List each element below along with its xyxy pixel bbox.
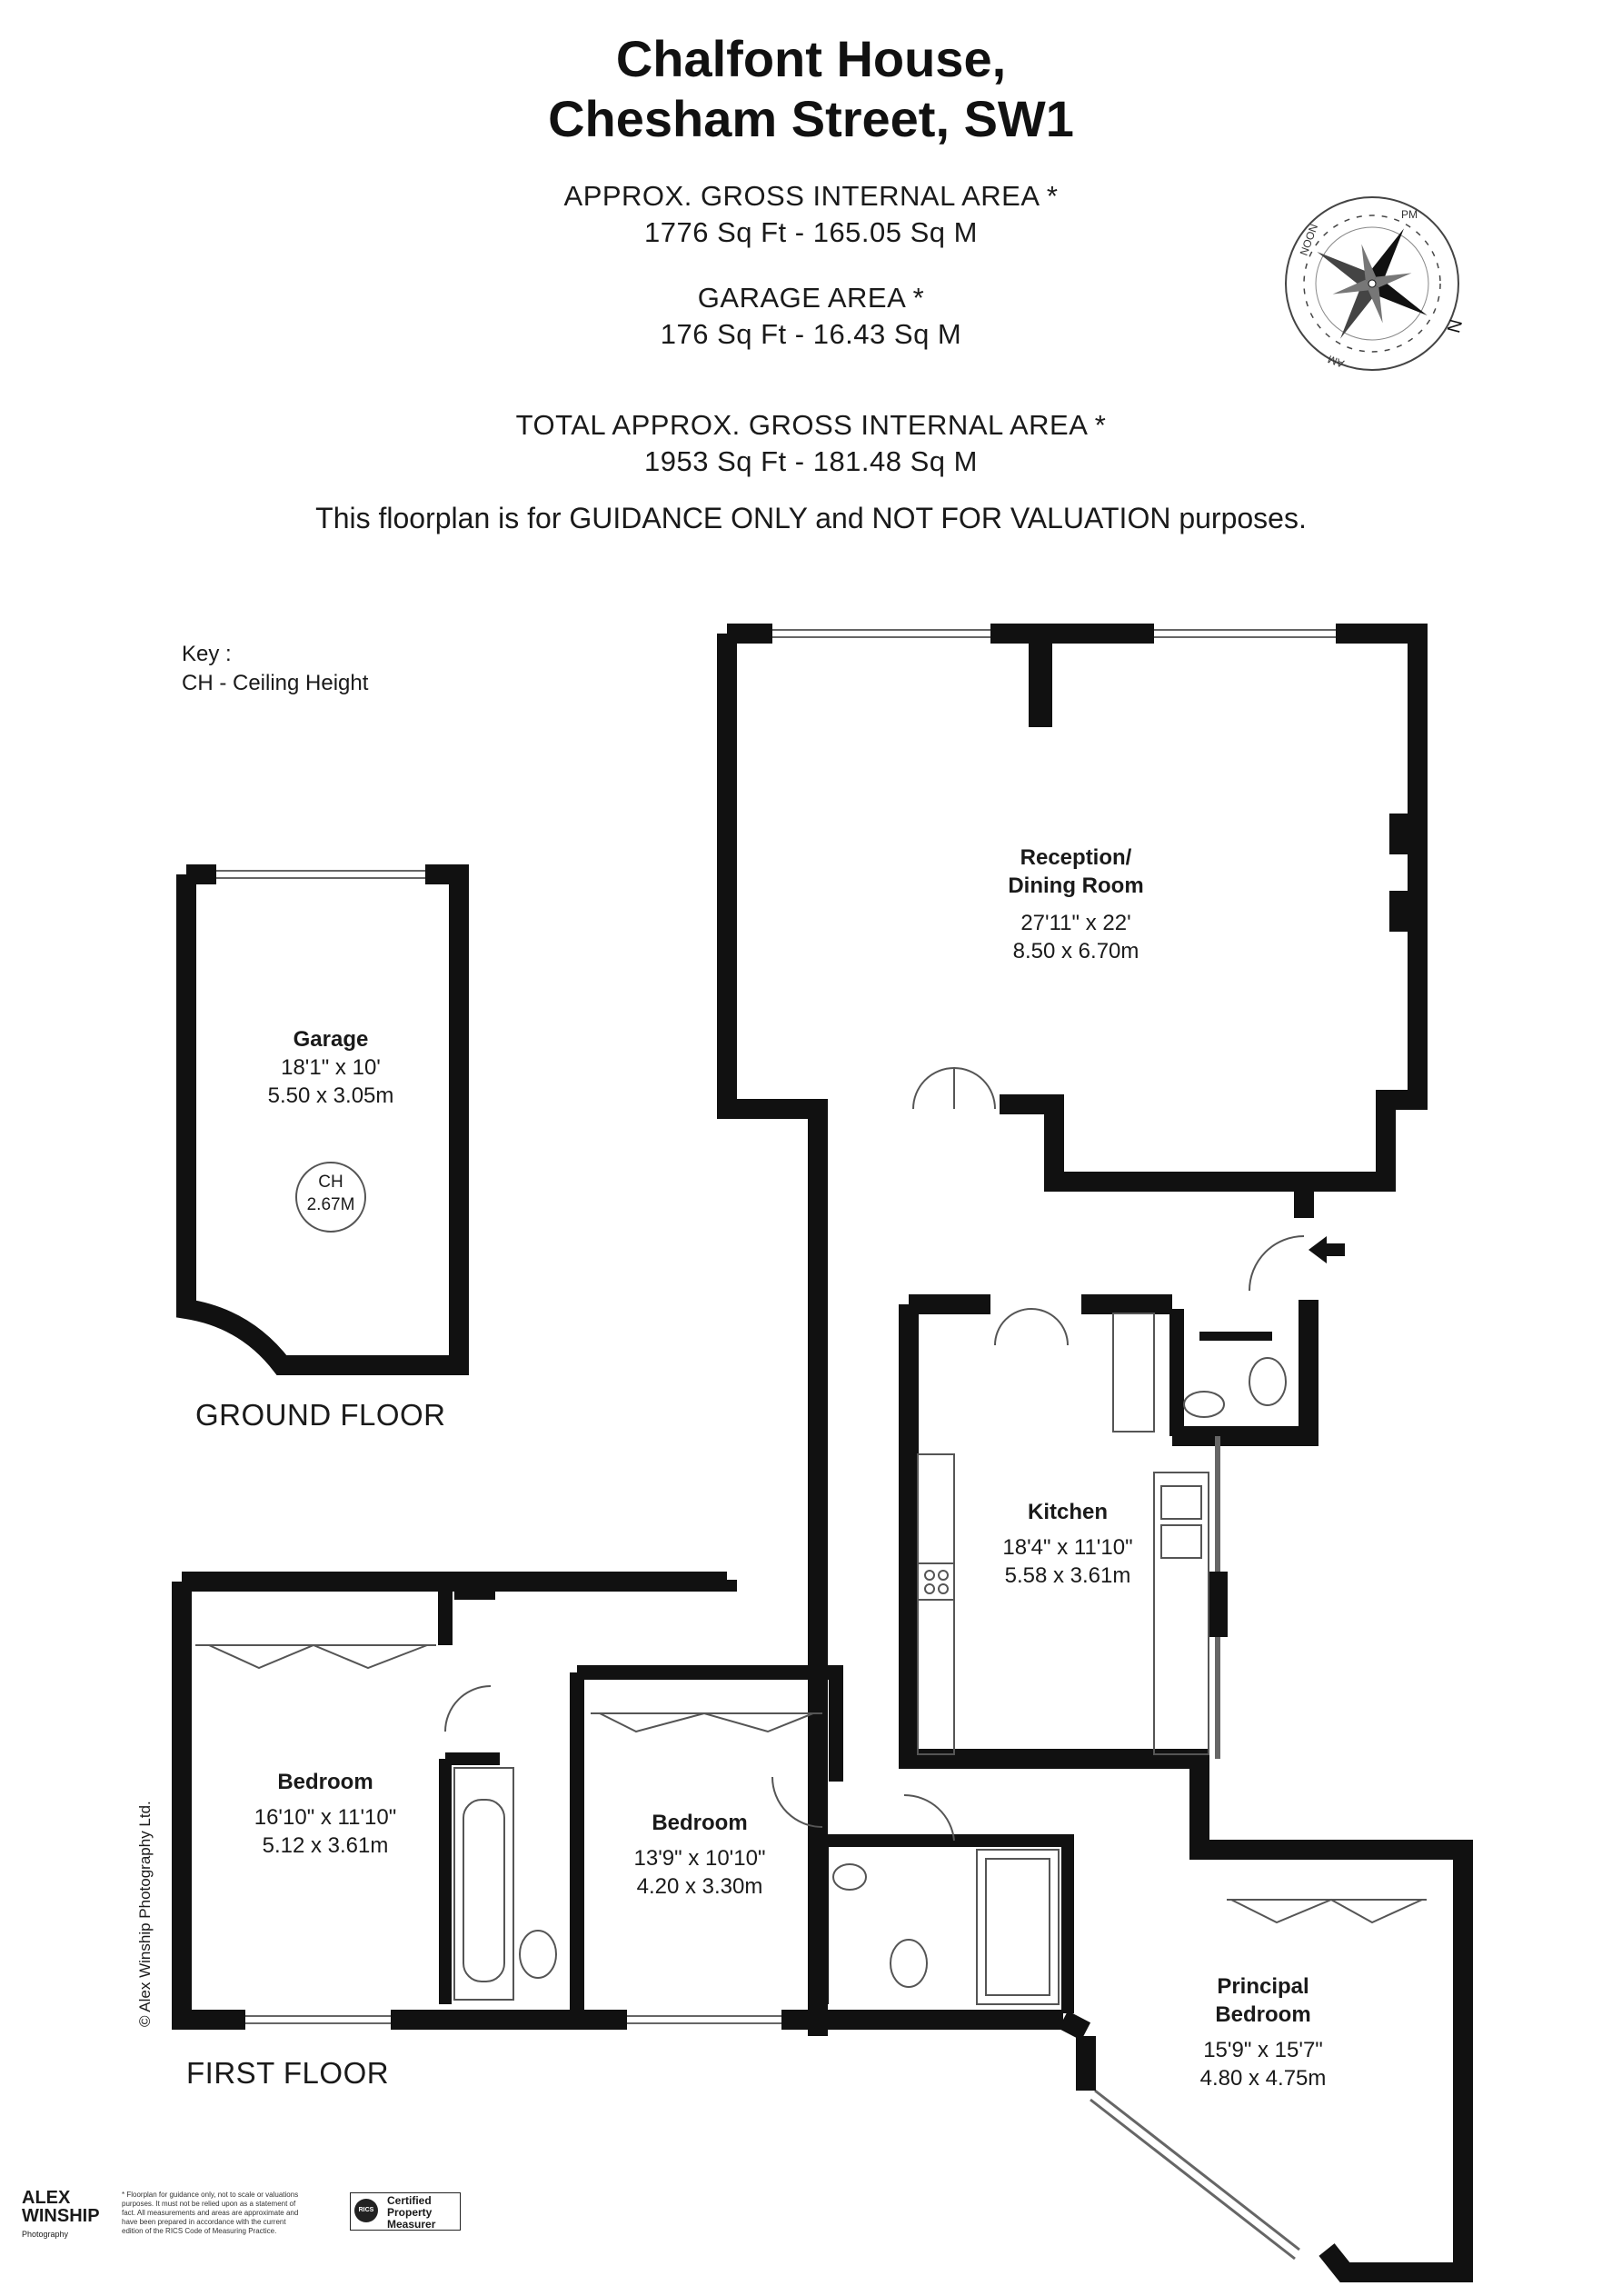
compass-label-pm: PM xyxy=(1401,208,1418,221)
ground-floor-label: GROUND FLOOR xyxy=(195,1398,446,1432)
title-line-1: Chalfont House, xyxy=(615,30,1007,87)
reception-walls xyxy=(717,634,828,2036)
garage-metric: 5.50 x 3.05m xyxy=(267,1083,394,1108)
room-kitchen: Kitchen 18'4" x 11'10" 5.58 x 3.61m xyxy=(1002,1498,1132,1590)
guidance-note: This floorplan is for GUIDANCE ONLY and … xyxy=(315,502,1307,534)
logo-line-1: ALEX xyxy=(22,2188,71,2208)
bedroom-2-metric: 4.20 x 3.30m xyxy=(636,1874,763,1899)
logo-line-2: WINSHIP xyxy=(22,2206,100,2226)
principal-bedroom-walls xyxy=(1209,1840,1473,2282)
compass-label-am: AM xyxy=(1326,353,1346,370)
title-line-2: Chesham Street, SW1 xyxy=(548,90,1074,147)
key-legend: Key : CH - Ceiling Height xyxy=(182,640,368,698)
bedroom-2-imperial: 13'9" x 10'10" xyxy=(633,1846,766,1871)
principal-imperial: 15'9" x 15'7" xyxy=(1203,2038,1323,2062)
reception-metric: 8.50 x 6.70m xyxy=(1012,939,1139,963)
garage-imperial: 18'1" x 10' xyxy=(281,1055,381,1080)
compass-label-noon: NOON xyxy=(1298,222,1320,257)
kitchen-walls xyxy=(899,1304,1222,1860)
rics-text-2: Property xyxy=(387,2206,433,2219)
room-reception: Reception/ Dining Room 27'11" x 22' 8.50… xyxy=(1008,844,1143,965)
garage-name: Garage xyxy=(293,1027,369,1052)
total-area-value: 1953 Sq Ft - 181.48 Sq M xyxy=(644,445,978,477)
garage-area-value: 176 Sq Ft - 16.43 Sq M xyxy=(660,318,962,350)
copyright-text: © Alex Winship Photography Ltd. xyxy=(136,1801,154,2027)
rics-mark: RICS xyxy=(354,2199,378,2222)
key-entry: CH - Ceiling Height xyxy=(182,671,369,695)
logo-sub: Photography xyxy=(22,2230,69,2239)
ceiling-height-circle xyxy=(295,1162,366,1233)
bedroom-1-imperial: 16'10" x 11'10" xyxy=(254,1805,397,1830)
entrance-arrow-icon xyxy=(1309,1236,1345,1263)
bedroom-1-name: Bedroom xyxy=(277,1770,373,1794)
reception-name-1: Reception/ xyxy=(1020,845,1132,870)
rics-badge: RICS Certified Property Measurer xyxy=(350,2192,461,2231)
compass-icon: PM NOON AM N xyxy=(1285,196,1465,371)
key-title: Key : xyxy=(182,642,232,666)
reception-name-2: Dining Room xyxy=(1008,873,1144,898)
rics-text-3: Measurer xyxy=(387,2218,436,2231)
gia-label: APPROX. GROSS INTERNAL AREA * xyxy=(563,180,1059,212)
property-title: Chalfont House, Chesham Street, SW1 xyxy=(0,29,1622,149)
first-floor-label: FIRST FLOOR xyxy=(186,2056,390,2090)
gia-value: 1776 Sq Ft - 165.05 Sq M xyxy=(644,216,978,248)
garage-walls xyxy=(176,864,469,1375)
ceiling-height-value: 2.67M xyxy=(306,1195,355,1214)
principal-name-1: Principal xyxy=(1217,1974,1309,1999)
garage-area: GARAGE AREA * 176 Sq Ft - 16.43 Sq M xyxy=(0,280,1622,353)
room-garage: Garage 18'1" x 10' 5.50 x 3.05m xyxy=(268,1025,394,1110)
bedroom-1-metric: 5.12 x 3.61m xyxy=(262,1833,389,1858)
kitchen-name: Kitchen xyxy=(1027,1500,1109,1524)
alex-winship-logo: ALEX WINSHIP Photography xyxy=(22,2189,100,2243)
room-bedroom-2: Bedroom 13'9" x 10'10" 4.20 x 3.30m xyxy=(634,1809,766,1901)
first-floor-walls xyxy=(172,1582,1063,2030)
ceiling-height-label: CH 2.67M xyxy=(307,1171,355,1216)
compass-label-n: N xyxy=(1442,317,1465,335)
room-bedroom-1: Bedroom 16'10" x 11'10" 5.12 x 3.61m xyxy=(254,1768,397,1860)
garage-area-label: GARAGE AREA * xyxy=(697,282,925,314)
total-area: TOTAL APPROX. GROSS INTERNAL AREA * 1953… xyxy=(0,407,1622,480)
ceiling-height-title: CH xyxy=(318,1173,343,1192)
principal-metric: 4.80 x 4.75m xyxy=(1199,2066,1327,2091)
gross-internal-area: APPROX. GROSS INTERNAL AREA * 1776 Sq Ft… xyxy=(0,178,1622,251)
kitchen-imperial: 18'4" x 11'10" xyxy=(1002,1535,1133,1560)
bedroom-2-name: Bedroom xyxy=(652,1811,748,1835)
total-area-label: TOTAL APPROX. GROSS INTERNAL AREA * xyxy=(515,409,1107,441)
disclaimer-text: * Floorplan for guidance only, not to sc… xyxy=(122,2191,299,2235)
rics-text-1: Certified xyxy=(387,2194,432,2207)
principal-name-2: Bedroom xyxy=(1215,2002,1311,2027)
kitchen-metric: 5.58 x 3.61m xyxy=(1004,1563,1131,1588)
reception-imperial: 27'11" x 22' xyxy=(1020,911,1131,935)
room-principal-bedroom: Principal Bedroom 15'9" x 15'7" 4.80 x 4… xyxy=(1200,1972,1327,2092)
